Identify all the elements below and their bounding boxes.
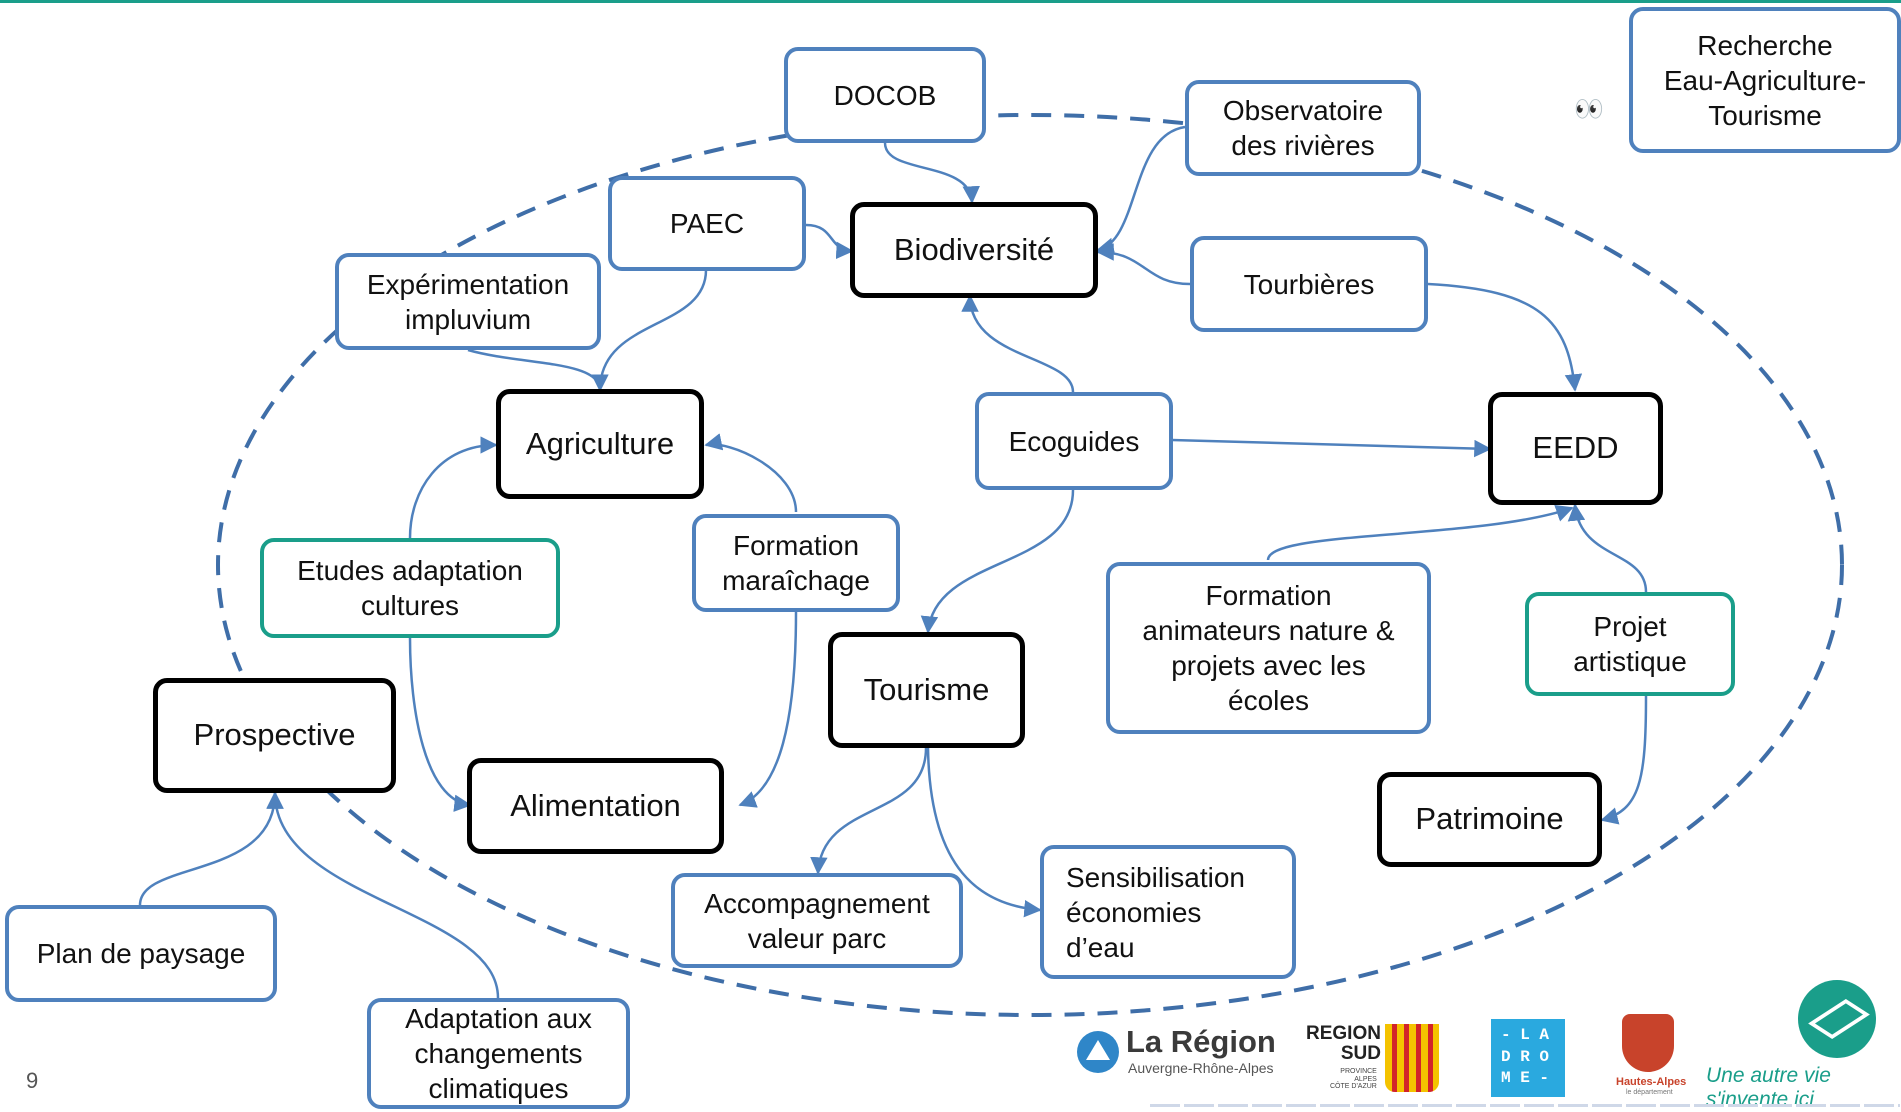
node-accompagnement-label: Accompagnement valeur parc <box>704 887 930 954</box>
edge-etudes-alimentation <box>408 637 472 812</box>
edge-tourisme-sensibilisation <box>926 747 1042 918</box>
node-docob-label: DOCOB <box>833 79 937 111</box>
node-etudes-adaptation-label: Etudes adaptation cultures <box>297 555 523 621</box>
node-adaptation-changements-climatiques: Adaptation aux changements climatiques <box>367 998 630 1109</box>
node-observatoire-label: Observatoire des rivières <box>1222 95 1384 161</box>
node-formation-maraichage-label: Formation maraîchage <box>722 530 870 596</box>
node-accompagnement-valeur-parc: Accompagnement valeur parc <box>671 873 963 968</box>
edge-tourisme-accompagnement <box>810 747 928 875</box>
edge-docob-biodiversite <box>883 142 980 204</box>
region-aura-logo-icon <box>1077 1031 1119 1073</box>
region-aura-title: La Région <box>1126 1024 1276 1059</box>
node-ecoguides-label: Ecoguides <box>1008 425 1140 457</box>
edge-projet-patrimoine <box>1600 695 1648 825</box>
node-biodiversite-label: Biodiversité <box>893 231 1055 267</box>
une-autre-vie-logo-icon <box>1798 980 1876 1058</box>
node-formation-animateurs-label: Formation animateurs nature & projets av… <box>1142 580 1395 716</box>
node-ecoguides: Ecoguides <box>975 392 1173 490</box>
node-observatoire-des-rivieres: Observatoire des rivières <box>1185 80 1421 176</box>
node-prospective: Prospective <box>153 678 396 793</box>
edge-formation-animateurs-eedd <box>1266 504 1574 561</box>
node-plan-de-paysage-label: Plan de paysage <box>36 938 246 969</box>
node-tourisme: Tourisme <box>828 632 1025 748</box>
region-sud-flag-icon <box>1385 1024 1439 1092</box>
edge-paec-biodiversite <box>805 223 854 260</box>
node-eedd-label: EEDD <box>1532 430 1619 466</box>
footer-fine-print <box>1150 1104 1900 1107</box>
edge-formation-maraichage-alimentation <box>738 611 798 808</box>
edge-plan-prospective <box>138 791 284 906</box>
edge-tourbieres-eedd <box>1427 282 1583 392</box>
node-projet-artistique-label: Projet artistique <box>1573 611 1687 677</box>
eyes-icon: 👀 <box>1574 96 1604 123</box>
node-tourbieres-label: Tourbières <box>1243 268 1375 300</box>
node-recherche-label: Recherche Eau-Agriculture- Tourisme <box>1663 29 1867 131</box>
node-tourisme-label: Tourisme <box>863 671 990 707</box>
edge-tourbieres-biodiversite <box>1096 243 1191 286</box>
node-prospective-label: Prospective <box>193 717 356 753</box>
node-patrimoine-label: Patrimoine <box>1415 801 1564 837</box>
edge-observatoire-biodiversite <box>1096 125 1186 255</box>
edge-etudes-agriculture <box>408 436 498 539</box>
edge-formation-maraichage-agriculture <box>704 433 798 513</box>
region-sud-title: REGION SUD <box>1306 1023 1381 1064</box>
edge-ecoguides-tourisme <box>920 489 1075 634</box>
node-alimentation: Alimentation <box>467 758 724 854</box>
node-formation-maraichage: Formation maraîchage <box>692 514 900 612</box>
node-docob: DOCOB <box>784 47 986 143</box>
node-biodiversite: Biodiversité <box>850 202 1098 298</box>
node-sensibilisation-label: Sensibilisation économies d’eau <box>1066 861 1245 963</box>
node-sensibilisation-economies-eau: Sensibilisation économies d’eau <box>1040 845 1296 979</box>
node-formation-animateurs: Formation animateurs nature & projets av… <box>1106 562 1431 734</box>
edge-ecoguides-biodiversite <box>961 294 1075 393</box>
edge-experimentation-agriculture <box>467 348 609 392</box>
node-patrimoine: Patrimoine <box>1377 772 1602 867</box>
edge-paec-agriculture <box>591 269 708 392</box>
node-experimentation-label: Expérimentation impluvium <box>366 268 570 335</box>
node-eedd: EEDD <box>1488 392 1663 505</box>
node-projet-artistique: Projet artistique <box>1525 592 1735 696</box>
node-etudes-adaptation-cultures: Etudes adaptation cultures <box>260 538 560 638</box>
node-adaptation-label: Adaptation aux changements climatiques <box>405 1003 592 1104</box>
hautes-alpes-sublabel: le département <box>1626 1089 1673 1096</box>
edge-projet-eedd <box>1567 503 1648 593</box>
node-recherche: Recherche Eau-Agriculture- Tourisme <box>1629 7 1901 153</box>
region-aura-subtitle: Auvergne-Rhône-Alpes <box>1128 1060 1274 1076</box>
node-experimentation-impluvium: Expérimentation impluvium <box>335 253 601 350</box>
edge-ecoguides-eedd <box>1171 438 1492 458</box>
node-paec-label: PAEC <box>669 208 745 239</box>
hautes-alpes-logo-icon <box>1622 1014 1674 1072</box>
scope-dashed-ellipse <box>216 113 1844 1017</box>
node-paec: PAEC <box>608 176 806 271</box>
node-tourbieres: Tourbières <box>1190 236 1428 332</box>
hautes-alpes-label: Hautes-Alpes <box>1616 1076 1687 1088</box>
node-plan-de-paysage: Plan de paysage <box>5 905 277 1002</box>
node-agriculture: Agriculture <box>496 389 704 499</box>
node-agriculture-label: Agriculture <box>525 425 675 461</box>
top-accent-line <box>0 0 1901 3</box>
node-alimentation-label: Alimentation <box>510 787 681 823</box>
region-sud-small: PROVINCE ALPES CÔTE D'AZUR <box>1330 1068 1377 1091</box>
edge-adaptation-prospective <box>266 791 500 999</box>
page-number: 9 <box>26 1068 39 1093</box>
drome-logo: - L A D R O M E - <box>1491 1019 1565 1097</box>
